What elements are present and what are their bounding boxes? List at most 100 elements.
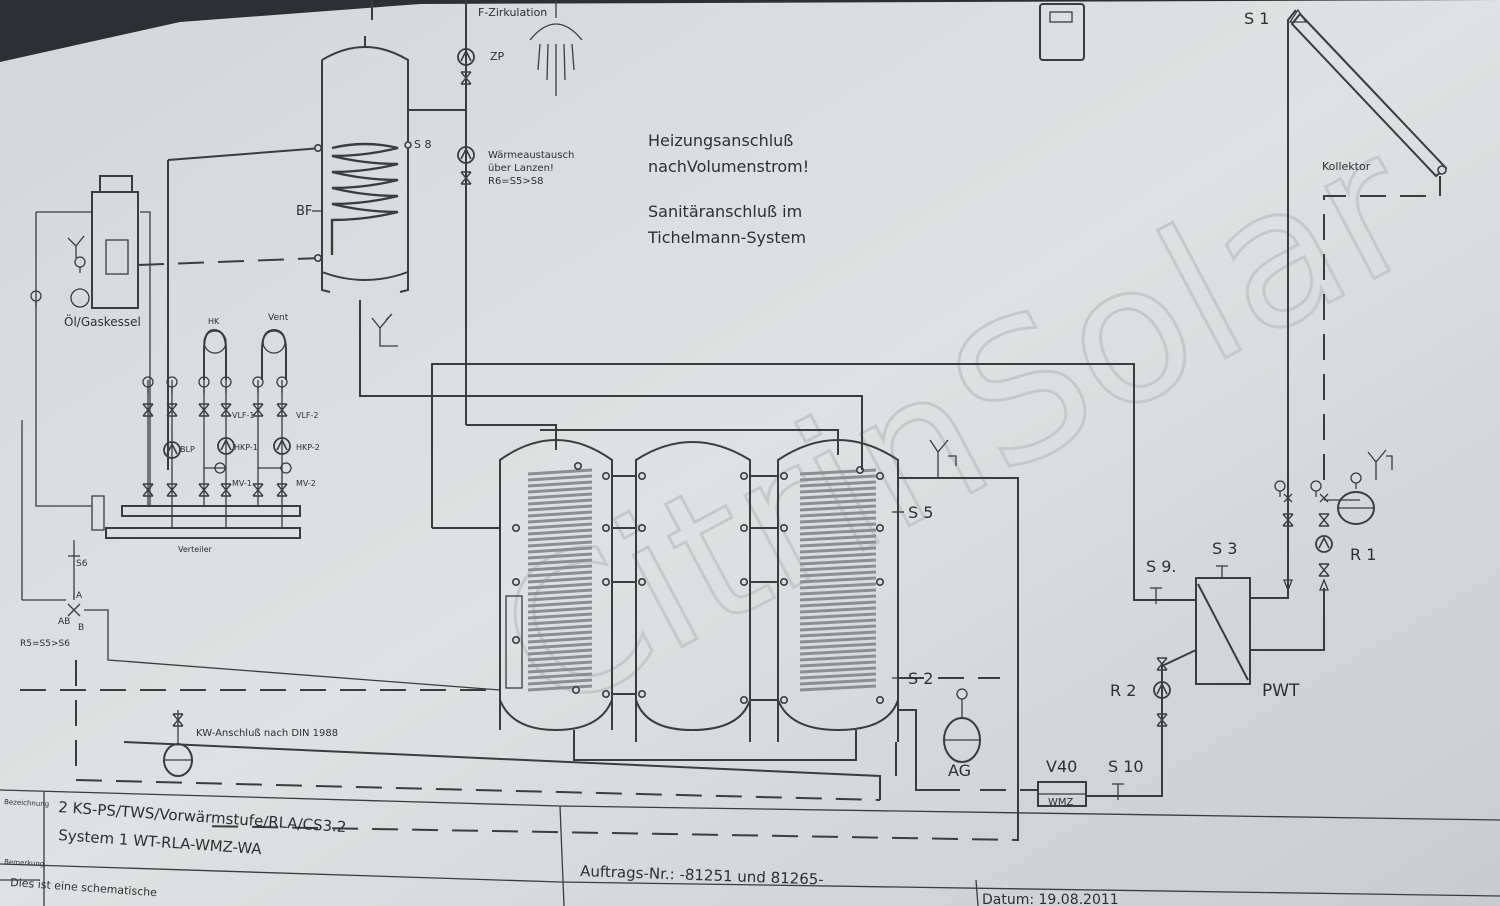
hatch-line	[799, 648, 877, 656]
title-bemerkung-label: Bemerkung	[4, 858, 45, 868]
notes: Heizungsanschluß nachVolumenstrom! Sanit…	[647, 131, 809, 247]
label-r5: R5=S5>S6	[20, 639, 70, 649]
hatch-line	[527, 516, 593, 524]
hatch-line	[527, 624, 593, 632]
tank-port	[573, 461, 582, 470]
hatch-line	[799, 528, 877, 536]
hatch-line	[527, 648, 593, 656]
hatch-line	[527, 558, 593, 566]
label-s10: S 10	[1108, 757, 1144, 776]
hatch-line	[527, 522, 593, 530]
tank-port	[601, 689, 610, 698]
hatch-line	[527, 570, 593, 578]
label-vlf2: VLF-2	[296, 411, 319, 420]
tank-port	[511, 577, 520, 586]
label-hkp1: HKP-1	[234, 443, 258, 452]
label-waermeaustausch-1: Wärmeaustausch	[488, 150, 574, 161]
safety-valve-icon	[371, 313, 1393, 480]
hatch-line	[527, 546, 593, 554]
tank-port	[875, 523, 884, 532]
label-r2: R 2	[1110, 681, 1136, 700]
hatch-line	[527, 618, 593, 626]
buffer-tank-1	[499, 439, 613, 732]
hatch-line	[527, 588, 593, 596]
tank-port	[637, 523, 646, 532]
hatch-line	[527, 576, 593, 584]
hatch-line	[799, 486, 877, 494]
hatch-line	[527, 612, 593, 620]
label-ab: AB	[58, 617, 70, 627]
tank-interconnect: S 5 S 2	[20, 300, 1196, 842]
hatch-line	[527, 606, 593, 614]
controller-icon	[1039, 3, 1085, 61]
hatch-line	[527, 642, 593, 650]
hatch-line	[527, 504, 593, 512]
hatch-line	[799, 504, 877, 512]
hatch-line	[527, 480, 593, 488]
hatch-line	[799, 498, 877, 506]
label-f-zirkulation: F-Zirkulation	[478, 6, 547, 19]
hatch-line	[799, 522, 877, 530]
tank-port	[779, 577, 788, 586]
tank-port	[601, 523, 610, 532]
solar-collector: Kollektor	[1290, 12, 1448, 196]
tank-port	[875, 471, 884, 480]
hatch-line	[527, 636, 593, 644]
label-s2: S 2	[908, 669, 933, 688]
hatch-line	[799, 630, 877, 638]
tank-port	[779, 471, 788, 480]
hatch-line	[527, 684, 593, 692]
label-r1: R 1	[1350, 545, 1376, 564]
note-sanitaeranschluss-2: Tichelmann-System	[647, 228, 806, 247]
heat-exchanger-hatching	[527, 468, 877, 692]
label-wmz: WMZ	[1048, 797, 1074, 808]
hatch-line	[799, 516, 877, 524]
buffer-tank-3	[777, 439, 899, 742]
tank-port	[779, 523, 788, 532]
hatch-line	[527, 672, 593, 680]
label-s9: S 9.	[1146, 557, 1177, 576]
hatch-line	[799, 606, 877, 614]
plate-heat-exchanger: PWT S 3 S 9. R 2	[1110, 539, 1325, 727]
label-ag: AG	[948, 761, 971, 780]
tank-port	[739, 577, 748, 586]
hatch-line	[799, 684, 877, 692]
hatch-line	[527, 678, 593, 686]
hatch-line	[527, 666, 593, 674]
tank-port	[875, 577, 884, 586]
cold-water-connection: KW-Anschluß nach DIN 1988	[163, 710, 338, 777]
tank-port	[511, 635, 520, 644]
label-kollektor: Kollektor	[1322, 160, 1371, 173]
label-s8: S 8	[414, 138, 431, 151]
tank-port	[739, 471, 748, 480]
solar-circuit: R 1 S 1	[1244, 8, 1440, 592]
label-vent: Vent	[268, 313, 289, 323]
hatch-line	[799, 618, 877, 626]
hatch-line	[527, 510, 593, 518]
note-heizungsanschluss-1: Heizungsanschluß	[648, 131, 793, 150]
hatch-line	[527, 660, 593, 668]
boiler: Öl/Gaskessel	[30, 175, 141, 329]
note-heizungsanschluss-2: nachVolumenstrom!	[648, 157, 809, 176]
tank-port	[511, 523, 520, 532]
label-mv1: MV-1	[232, 479, 252, 488]
circulation-line: F-Zirkulation ZP Wärmeaustausch über Lan…	[371, 0, 583, 425]
label-bf: BF	[296, 204, 312, 219]
tank-ports	[313, 144, 884, 704]
label-s1: S 1	[1244, 9, 1269, 28]
hatch-line	[799, 594, 877, 602]
tank-port	[637, 471, 646, 480]
shower-icon	[529, 23, 583, 96]
tank-port	[739, 695, 748, 704]
hatch-line	[527, 630, 593, 638]
label-pwt: PWT	[1262, 681, 1300, 701]
date-field: Datum: 19.08.2011	[982, 892, 1119, 906]
label-b: B	[78, 623, 84, 633]
hatch-line	[527, 654, 593, 662]
hatch-line	[527, 600, 593, 608]
hatch-line	[799, 534, 877, 542]
hatch-line	[799, 678, 877, 686]
label-blp: BLP	[180, 445, 195, 454]
